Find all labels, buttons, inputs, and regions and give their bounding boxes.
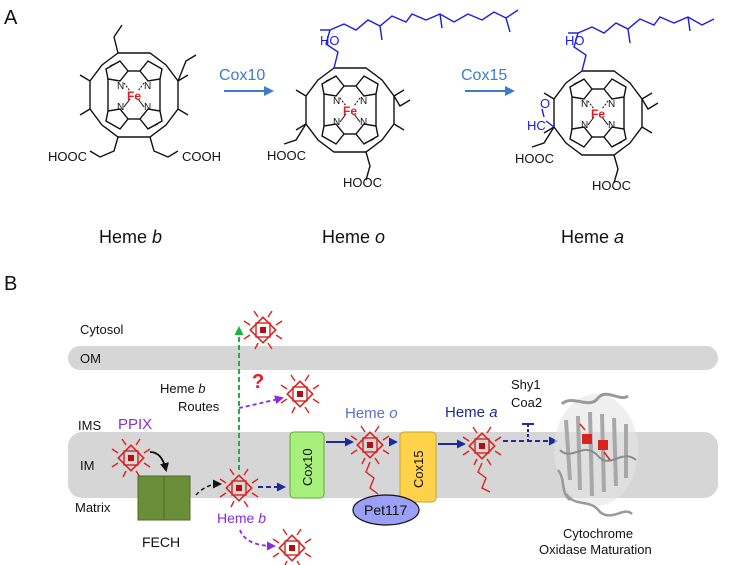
- heme-o-n4: N: [360, 117, 367, 128]
- heme-b-glyph-cytosol: [243, 310, 283, 350]
- cox10-box-label: Cox10: [300, 448, 315, 486]
- heme-a-n4: N: [608, 120, 615, 131]
- heme-b-n3: N: [117, 102, 124, 113]
- fech-subunit-left: [137, 475, 165, 521]
- heme-a-n3: N: [581, 120, 588, 131]
- heme-o-fe: Fe: [343, 104, 357, 118]
- heme-o-n2: N: [360, 96, 367, 107]
- heme-o-n1: N: [333, 96, 340, 107]
- matrix-route-arrow: [239, 529, 276, 551]
- heme-o-tail: [365, 461, 379, 495]
- matrix-label: Matrix: [75, 500, 111, 515]
- im-label: IM: [80, 458, 94, 473]
- heme-b-glyph-ims: [280, 374, 320, 414]
- heme-a-acid-lower: HOOC: [592, 178, 631, 193]
- heme-b-routes-line2: Routes: [178, 399, 220, 414]
- heme-o-hydroxyl: HO: [320, 33, 340, 48]
- cox10-enzyme-label: Cox10: [219, 67, 265, 84]
- cox15-box: [399, 431, 437, 503]
- heme-a-hydroxyl: HO: [565, 33, 585, 48]
- panel-b-label: B: [4, 273, 17, 295]
- heme-b-n4: N: [144, 102, 151, 113]
- fech-to-heme-arrow: [195, 479, 222, 496]
- heme-a-label: Heme a: [445, 404, 498, 421]
- ppix-to-fech-arrow: [149, 451, 169, 472]
- heme-a-formyl-oxygen: O: [540, 96, 550, 111]
- cox10-box: [289, 431, 325, 499]
- heme-a-formyl-hc: HC: [527, 118, 546, 133]
- heme-b-name: Heme b: [99, 227, 162, 247]
- fech-subunit-right: [163, 475, 191, 521]
- heme-b-routes-line1: Heme b: [160, 381, 206, 396]
- ims-route-arrow: [238, 395, 284, 409]
- fech-label: FECH: [142, 534, 180, 550]
- heme-o-n3: N: [333, 117, 340, 128]
- pet117-label: Pet117: [364, 502, 408, 518]
- heme-a-n1: N: [581, 99, 588, 110]
- heme-o-acid-lower: HOOC: [343, 175, 382, 190]
- heme-b-n1: N: [117, 81, 124, 92]
- cytosol-label: Cytosol: [80, 322, 123, 337]
- shy1-label: Shy1: [511, 377, 541, 392]
- heme-b-glyph-matrix: [272, 528, 312, 565]
- om-label: OM: [80, 351, 101, 366]
- heme-a-structure: Fe N N N N: [531, 16, 715, 184]
- heme-a-tail: [477, 462, 491, 493]
- heme-o-name: Heme o: [322, 227, 385, 247]
- outer-membrane-band: [68, 346, 718, 370]
- heme-o-label: Heme o: [345, 405, 398, 422]
- heme-a-acid-upper: HOOC: [515, 151, 554, 166]
- pet117-ellipse: [352, 494, 420, 526]
- heme-b-left-acid: HOOC: [48, 149, 87, 164]
- heme-b-structure: Fe N N N N: [79, 24, 197, 158]
- heme-a-fe: Fe: [591, 107, 605, 121]
- cytochrome-oxidase-protein: [554, 392, 638, 517]
- heme-b-right-acid: COOH: [182, 149, 221, 164]
- panel-a-label: A: [4, 7, 18, 29]
- heme-b-fe: Fe: [127, 89, 141, 103]
- cox15-enzyme-label: Cox15: [461, 67, 507, 84]
- ims-label: IMS: [78, 418, 101, 433]
- cox15-box-label: Cox15: [411, 450, 426, 488]
- heme-b-n2: N: [144, 81, 151, 92]
- heme-a-name: Heme a: [561, 227, 624, 247]
- ppix-label: PPIX: [118, 416, 152, 433]
- heme-b-matrix-label: Heme b: [217, 510, 266, 526]
- cytochrome-label-line2: Oxidase Maturation: [539, 542, 652, 557]
- cytochrome-label-line1: Cytochrome: [563, 526, 633, 541]
- heme-o-acid-upper: HOOC: [267, 148, 306, 163]
- unknown-route-question-mark: ?: [252, 371, 264, 393]
- heme-a-n2: N: [608, 99, 615, 110]
- coa2-label: Coa2: [511, 395, 542, 410]
- heme-o-structure: Fe N N N N: [283, 9, 519, 181]
